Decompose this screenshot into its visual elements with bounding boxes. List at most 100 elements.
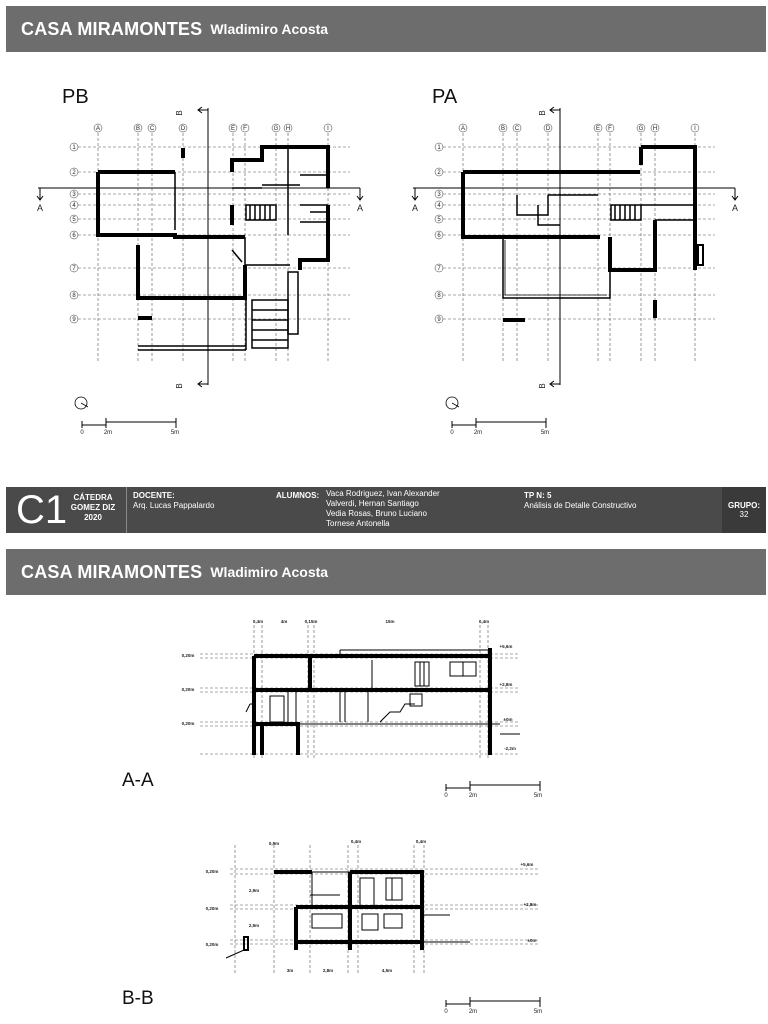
alumno: Valverdi, Hernan Santiago — [326, 499, 419, 508]
project-title: CASA MIRAMONTES — [21, 18, 203, 39]
dimension-label: 0,20m — [182, 687, 195, 692]
plan-pa-label: PA — [432, 86, 458, 108]
grid-letter: C — [515, 126, 520, 132]
grid-letter: I — [327, 126, 329, 132]
section-bb-labels: 0,9m 0,4m 0,4m 0,20m 0,20m 0,20m 2,9m 2,… — [206, 839, 543, 1015]
scale-five: 5m — [541, 430, 549, 436]
dimension-label: 2,9m — [249, 923, 259, 928]
scale-two: 2m — [104, 430, 112, 436]
grid-number: 8 — [72, 293, 76, 299]
catedra-line1: CÁTEDRA — [73, 493, 113, 502]
alumnos-list: Vaca Rodriguez, Ivan Alexander Valverdi,… — [326, 489, 440, 529]
grid-letter: B — [136, 126, 140, 132]
dimension-label: 0,20m — [206, 942, 219, 947]
grid-number: 4 — [72, 203, 76, 209]
grupo-number: 32 — [739, 510, 749, 519]
level-label: ±0m — [528, 938, 537, 943]
grid-number: 2 — [72, 170, 76, 176]
grid-letter: F — [608, 126, 612, 132]
grid-number: 5 — [437, 217, 441, 223]
grid-letter: A — [96, 126, 100, 132]
grid-letter: C — [150, 126, 155, 132]
grupo-label: GRUPO: — [728, 501, 760, 510]
cut-a-label: A — [357, 203, 363, 213]
level-label: +5,6m — [521, 862, 534, 867]
architect-name: Wladimiro Acosta — [210, 564, 329, 580]
level-label: +2,8m — [524, 902, 537, 907]
dimension-label: 2,8m — [323, 968, 333, 973]
grid-letter: G — [274, 126, 279, 132]
dimension-label: 0,4m — [479, 619, 489, 624]
docente-label: DOCENTE: — [133, 491, 175, 500]
alumnos-label: ALUMNOS: — [276, 491, 320, 500]
dimension-label: 0,20m — [206, 869, 219, 874]
divider — [126, 487, 127, 533]
scale-two: 2m — [474, 430, 482, 436]
grid-letter: E — [596, 126, 600, 132]
dimension-label: 0,4m — [351, 839, 361, 844]
cut-b-label: B — [175, 110, 184, 115]
section-aa-labels: 0,4m 4m 0,15m 15m 0,4m 0,20m 0,20m 0,20m… — [182, 619, 543, 799]
section-aa — [200, 625, 541, 791]
docente-name: Arq. Lucas Pappalardo — [133, 501, 215, 510]
dimension-label: 0,4m — [416, 839, 426, 844]
grid-number: 3 — [72, 192, 76, 198]
grid-number: 6 — [72, 233, 76, 239]
dimension-label: 4,5m — [382, 968, 392, 973]
grid-letter: F — [243, 126, 247, 132]
grid-number: 8 — [437, 293, 441, 299]
level-label: +2,8m — [500, 682, 513, 687]
catedra-block: CÁTEDRA GOMEZ DIZ 2020 — [64, 493, 122, 523]
section-bb — [225, 845, 541, 1007]
scale-zero: 0 — [450, 430, 454, 436]
grid-number: 5 — [72, 217, 76, 223]
title-block: C1 CÁTEDRA GOMEZ DIZ 2020 DOCENTE: Arq. … — [6, 487, 766, 533]
cut-b-label: B — [538, 383, 547, 388]
tp-name: Análisis de Detalle Constructivo — [524, 501, 637, 510]
dimension-label: 15m — [385, 619, 394, 624]
project-title: CASA MIRAMONTES — [21, 561, 203, 582]
plan-pb — [36, 106, 364, 428]
cut-a-label: A — [37, 203, 43, 213]
plan-pb-label: PB — [62, 86, 89, 108]
dimension-label: 0,4m — [253, 619, 263, 624]
section-aa-label: A-A — [122, 770, 154, 791]
grid-letter: B — [501, 126, 505, 132]
dimension-label: 0,20m — [182, 721, 195, 726]
scale-zero: 0 — [444, 793, 448, 799]
floor-plans-drawing: A B C D E F G H I 1 2 3 4 5 6 7 8 9 B — [36, 106, 739, 436]
catedra-line2: GOMEZ DIZ — [70, 503, 116, 512]
grid-number: 6 — [437, 233, 441, 239]
grid-letter: E — [231, 126, 235, 132]
grid-letter: G — [639, 126, 644, 132]
scale-five: 5m — [534, 793, 542, 799]
cut-a-label: A — [412, 203, 418, 213]
grid-number: 3 — [437, 192, 441, 198]
cut-b-label: B — [175, 383, 184, 388]
grid-number: 1 — [437, 145, 441, 151]
scale-two: 2m — [469, 1009, 477, 1015]
section-bb-label: B-B — [122, 988, 154, 1009]
course-code: C1 — [16, 488, 68, 532]
grid-letter: D — [181, 126, 186, 132]
cut-a-label: A — [732, 203, 738, 213]
grid-number: 9 — [72, 317, 76, 323]
level-label: ±0m — [504, 717, 513, 722]
catedra-year: 2020 — [84, 513, 102, 522]
grid-letter: I — [694, 126, 696, 132]
architect-name: Wladimiro Acosta — [210, 21, 329, 37]
scale-zero: 0 — [80, 430, 84, 436]
level-label: -2,2m — [504, 746, 516, 751]
sheet-header-top: CASA MIRAMONTES Wladimiro Acosta — [6, 6, 766, 52]
grid-number: 1 — [72, 145, 76, 151]
dimension-label: 0,15m — [305, 619, 318, 624]
grid-letter: D — [546, 126, 551, 132]
grid-number: 7 — [437, 266, 441, 272]
grid-number: 4 — [437, 203, 441, 209]
dimension-label: 0,20m — [206, 906, 219, 911]
grid-number: 9 — [437, 317, 441, 323]
scale-zero: 0 — [444, 1009, 448, 1015]
dimension-label: 3m — [287, 968, 294, 973]
grid-number: 2 — [437, 170, 441, 176]
grupo-block: GRUPO: 32 — [722, 487, 766, 533]
